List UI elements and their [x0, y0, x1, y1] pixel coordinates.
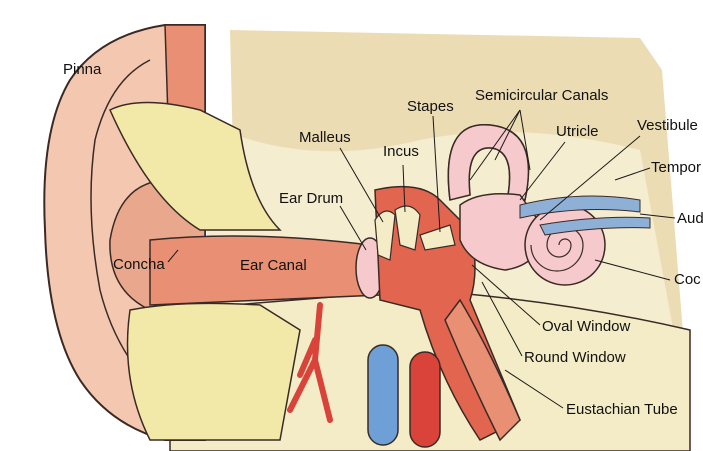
- eustachian-tube-shape: [444, 298, 521, 442]
- label-semicircular-canals: Semicircular Canals: [475, 87, 609, 104]
- label-ear-canal: Ear Canal: [240, 257, 307, 274]
- leader-stapes: [432, 115, 441, 233]
- incus-shape: [394, 205, 421, 251]
- leader-malleus: [339, 147, 384, 223]
- leader-semicircular-1: [469, 109, 521, 181]
- auditory-nerve-shape: [519, 195, 641, 219]
- cochlea-shape: [524, 204, 606, 286]
- leader-lines: [167, 109, 676, 409]
- cartilage-yellow-lower: [126, 302, 301, 441]
- semicircular-canals-fill: [447, 124, 530, 201]
- auditory-nerve-2: [539, 216, 651, 236]
- leader-eustachian: [504, 369, 564, 409]
- leader-utricle: [519, 141, 566, 201]
- label-auditory: Aud: [677, 210, 703, 227]
- label-ear-drum: Ear Drum: [279, 190, 344, 207]
- malleus-shape: [374, 210, 396, 261]
- leader-temporal: [614, 167, 651, 181]
- label-temporal: Tempor: [651, 159, 702, 176]
- label-concha: Concha: [113, 256, 165, 273]
- label-stapes: Stapes: [407, 98, 454, 115]
- artery-red: [409, 351, 441, 448]
- pinna-fold: [90, 59, 156, 391]
- leader-concha: [167, 249, 179, 263]
- artery-branch: [287, 302, 333, 423]
- label-utricle: Utricle: [556, 123, 599, 140]
- label-malleus: Malleus: [299, 129, 351, 146]
- cartilage-yellow-upper: [109, 101, 282, 231]
- label-cochlea: Coc: [674, 271, 701, 288]
- label-incus: Incus: [383, 143, 419, 160]
- leader-auditory: [639, 213, 676, 219]
- label-vestibule: Vestibule: [637, 117, 698, 134]
- leader-semicircular-3: [519, 109, 531, 171]
- vein-blue: [367, 344, 399, 446]
- label-pinna: Pinna: [63, 61, 102, 78]
- leader-ear-drum: [339, 205, 367, 251]
- label-eustachian-tube: Eustachian Tube: [566, 401, 678, 418]
- leader-round-window: [481, 281, 523, 357]
- leader-semicircular-2: [494, 109, 521, 161]
- label-round-window: Round Window: [524, 349, 626, 366]
- leader-incus: [402, 164, 406, 213]
- leader-vestibule: [539, 135, 641, 221]
- leader-oval-window: [471, 264, 541, 326]
- leader-cochlea: [594, 259, 671, 281]
- label-oval-window: Oval Window: [542, 318, 631, 335]
